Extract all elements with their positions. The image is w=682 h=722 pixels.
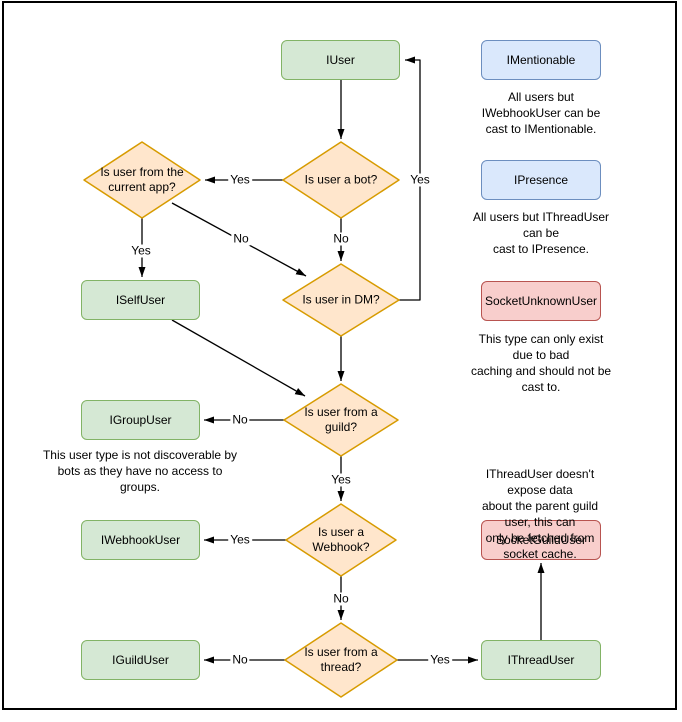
edge-label-webhook-to-iwebhookuser: Yes xyxy=(228,532,252,547)
edge-label-current-app-to-dm: No xyxy=(231,231,251,246)
node-ipresence: IPresence xyxy=(481,160,601,200)
edge-label-current-app-to-selfuser: Yes xyxy=(129,243,153,258)
node-socketguilduser: SocketGuildUser xyxy=(481,520,601,560)
edge-label-dm-to-iuser: Yes xyxy=(408,172,432,187)
note-ipresence: All users but IThreadUser can be cast to… xyxy=(472,210,610,256)
edge-label-thread-to-iguilduser: No xyxy=(230,652,250,667)
decision-is-current-app-shape xyxy=(83,141,201,219)
decision-is-thread-label: Is user from a thread? xyxy=(304,645,378,674)
node-iselfuser: ISelfUser xyxy=(81,280,200,320)
decision-is-thread-shape xyxy=(284,622,398,698)
decision-is-dm-shape xyxy=(282,263,400,337)
edge-label-bot-to-dm: No xyxy=(331,231,351,246)
edge-selfuser-to-guild xyxy=(171,319,306,397)
edge-label-webhook-to-thread: No xyxy=(331,591,351,606)
note-ithreaduser: IThreadUser doesn't expose data about th… xyxy=(481,467,599,561)
decision-is-webhook-shape xyxy=(285,503,397,577)
edge-label-thread-to-ithreaduser: Yes xyxy=(428,652,452,667)
node-imentionable: IMentionable xyxy=(481,40,601,80)
decision-is-bot-label: Is user a bot? xyxy=(304,172,378,187)
node-iwebhookuser: IWebhookUser xyxy=(81,520,200,560)
node-igroupuser: IGroupUser xyxy=(81,400,200,440)
node-socketunknownuser: SocketUnknownUser xyxy=(481,281,601,321)
note-socketunknownuser: This type can only exist due to bad cach… xyxy=(470,332,612,394)
decision-is-current-app-label: Is user from the current app? xyxy=(100,165,184,194)
edge-label-guild-to-webhook: Yes xyxy=(329,472,353,487)
decision-is-guild-shape xyxy=(283,383,399,457)
decision-is-guild-label: Is user from a guild? xyxy=(304,405,378,434)
decision-is-webhook-label: Is user a Webhook? xyxy=(312,525,370,554)
note-imentionable: All users but IWebhookUser can be cast t… xyxy=(481,90,601,136)
decision-is-bot-shape xyxy=(282,141,400,219)
node-ithreaduser: IThreadUser xyxy=(481,640,601,680)
edge-label-bot-to-current-app: Yes xyxy=(228,172,252,187)
edge-label-guild-to-groupuser: No xyxy=(230,412,250,427)
decision-is-dm-label: Is user in DM? xyxy=(302,292,380,307)
node-iuser: IUser xyxy=(281,40,400,80)
node-iguilduser: IGuildUser xyxy=(81,640,200,680)
note-igroupuser: This user type is not discoverable by bo… xyxy=(42,448,238,494)
